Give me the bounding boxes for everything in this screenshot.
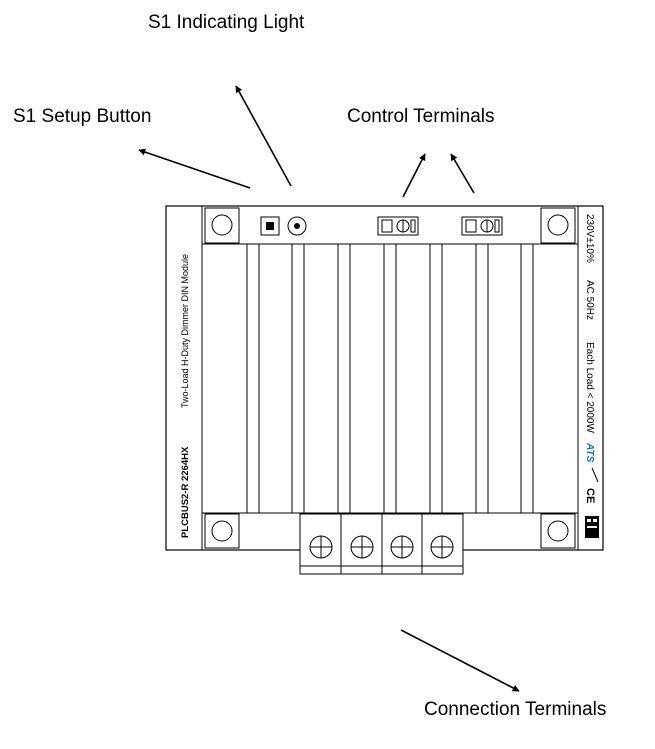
screw-terminal-icon[interactable]: [430, 535, 454, 559]
voltage-label: 230V±10%: [584, 214, 595, 263]
module-description-label: Two-Load H-Duty Dimmer DIN Module: [180, 254, 190, 408]
label-s1-setup-button: S1 Setup Button: [13, 106, 152, 127]
arrow-icon: [138, 148, 251, 189]
s1-setup-button[interactable]: [260, 216, 280, 236]
control-terminal-1[interactable]: [377, 216, 419, 236]
module-model-label: PLCBUS2-R 2264HX: [180, 446, 191, 538]
divider-mark-icon: [591, 467, 599, 483]
heatsink-fins: [246, 243, 534, 514]
corner-block-bottom-right: [540, 513, 576, 549]
ce-mark-logo: CE: [584, 488, 596, 503]
corner-block-bottom-left: [204, 513, 240, 549]
mounting-hole-icon: [547, 520, 569, 542]
arrow-icon: [235, 85, 292, 187]
label-connection-terminals: Connection Terminals: [424, 699, 607, 720]
screw-terminal-icon[interactable]: [309, 535, 333, 559]
mounting-hole-icon: [547, 214, 569, 236]
arrow-icon: [400, 629, 520, 692]
control-terminal-2[interactable]: [461, 216, 503, 236]
arrow-icon: [402, 153, 426, 198]
mounting-hole-icon: [211, 214, 233, 236]
label-control-terminals: Control Terminals: [347, 106, 495, 127]
load-rating-label: Each Load < 2000W: [584, 342, 595, 433]
brand-mark-logo: ATS: [584, 442, 595, 463]
mounting-hole-icon: [211, 520, 233, 542]
frequency-label: AC 50Hz: [584, 280, 595, 320]
s1-indicating-light: [287, 216, 307, 236]
corner-block-top-left: [204, 207, 240, 244]
label-s1-indicating-light: S1 Indicating Light: [148, 12, 305, 33]
screw-terminal-icon[interactable]: [390, 535, 414, 559]
corner-block-top-right: [540, 207, 576, 244]
arrow-icon: [450, 153, 475, 194]
screw-terminal-icon[interactable]: [350, 535, 374, 559]
